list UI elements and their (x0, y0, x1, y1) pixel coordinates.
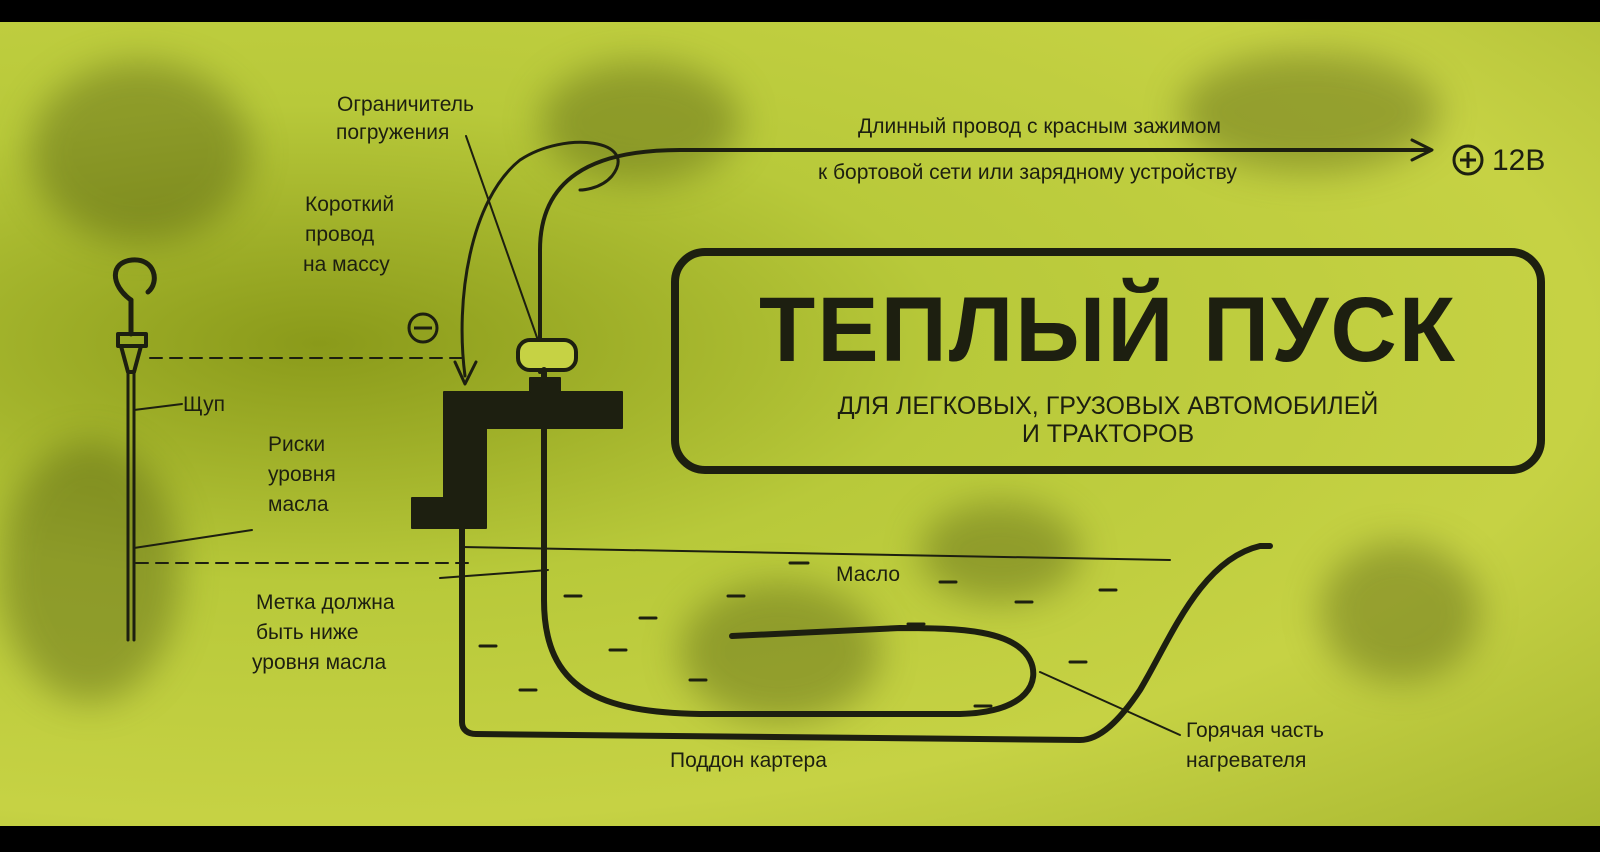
dipstick-rod (126, 370, 136, 642)
limiter-label-line1: Ограничитель (337, 93, 474, 116)
limiter-leader (465, 135, 541, 347)
marks-label-line2: уровня (268, 463, 336, 486)
marks-leader (133, 529, 253, 549)
long-wire-dest-label: к бортовой сети или зарядному устройству (818, 161, 1237, 184)
stain (680, 582, 880, 722)
long-wire (538, 148, 1432, 374)
marks-label-line1: Риски (268, 433, 326, 456)
hot-leader (1039, 671, 1181, 736)
limiter-clip (516, 338, 578, 372)
short-wire (460, 140, 620, 378)
short-wire-label-line3: на массу (303, 253, 390, 276)
mark-label-line1: Метка должна (256, 591, 395, 614)
mark-label-line3: уровня масла (252, 651, 387, 674)
short-wire-arrowhead (453, 360, 478, 386)
product-subtitle-line1: ДЛЯ ЛЕГКОВЫХ, ГРУЗОВЫХ АВТОМОБИЛЕЙ (837, 392, 1379, 420)
stain (920, 502, 1080, 602)
oil-label: Масло (836, 563, 901, 586)
long-wire-label: Длинный провод с красным зажимом (858, 115, 1221, 138)
product-title: ТЕПЛЫЙ ПУСК (759, 279, 1457, 381)
short-wire-label-line2: провод (305, 223, 375, 246)
stain (0, 442, 180, 702)
mark-label-line2: быть ниже (256, 621, 359, 644)
dipstick-cap (116, 332, 148, 348)
mark-leader (439, 569, 549, 579)
dipstick-label: Щуп (183, 393, 226, 416)
sump-pan (459, 525, 1273, 743)
dipstick-cone (119, 344, 143, 374)
heater-probe (541, 367, 1037, 717)
product-subtitle: ДЛЯ ЛЕГКОВЫХ, ГРУЗОВЫХ АВТОМОБИЛЕЙ И ТРА… (679, 392, 1537, 448)
stain (30, 62, 250, 242)
short-wire-label-line1: Короткий (305, 193, 395, 216)
marks-label-line3: масла (268, 493, 329, 516)
dipstick-ring (113, 257, 157, 303)
engine-block (411, 377, 623, 529)
limiter-label-line2: погружения (336, 121, 450, 144)
instruction-sheet (0, 22, 1600, 826)
plus-circle-icon (1452, 144, 1484, 176)
dipstick-leader (133, 403, 183, 411)
oil-dashes (478, 561, 1118, 708)
long-wire-arrowhead (1410, 138, 1434, 162)
minus-circle-icon (407, 312, 439, 344)
stain (1320, 542, 1480, 682)
product-subtitle-line2: И ТРАКТОРОВ (1021, 420, 1195, 448)
hot-part-label-line2: нагревателя (1186, 749, 1307, 772)
oil-surface-line (461, 546, 1171, 561)
hot-part-label-line1: Горячая часть (1186, 719, 1324, 742)
stain (540, 62, 740, 182)
plus-voltage-label: 12В (1492, 144, 1546, 177)
sump-label: Поддон картера (670, 749, 827, 772)
title-box: ТЕПЛЫЙ ПУСК ДЛЯ ЛЕГКОВЫХ, ГРУЗОВЫХ АВТОМ… (671, 248, 1545, 474)
